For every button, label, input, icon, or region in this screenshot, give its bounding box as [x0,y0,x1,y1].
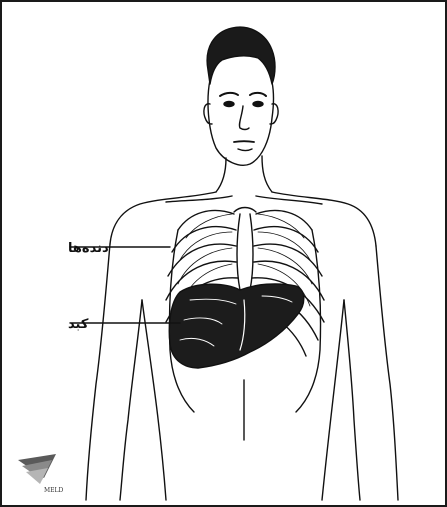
clavicles [166,196,322,204]
face-outline [208,80,274,165]
sternum [237,214,253,290]
shoulders [110,192,376,246]
head [204,27,278,165]
neck [216,156,272,192]
meld-logo-text: MELD [44,487,64,494]
arm-right [344,246,398,500]
liver-shape [169,284,303,368]
meld-logo: MELD [18,454,64,494]
arm-left [86,244,142,500]
torso-right [322,300,344,500]
torso-left [142,300,166,500]
ribs-label: دنده‌ها [68,241,109,256]
liver-label: کبد [68,317,89,332]
hair [207,27,275,84]
